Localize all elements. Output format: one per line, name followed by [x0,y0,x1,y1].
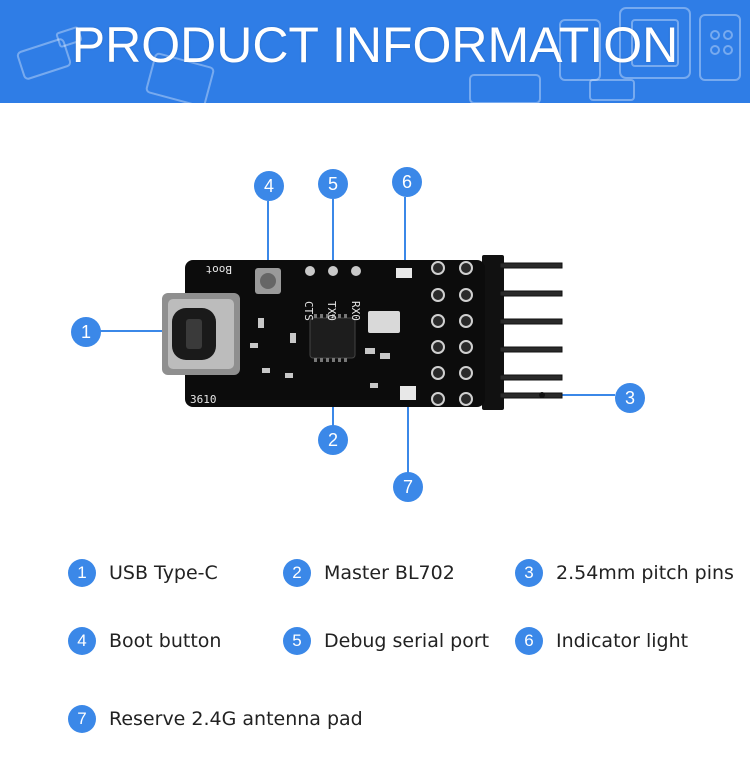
silk-3610: 3610 [190,393,217,406]
boot-button-drawing [255,268,281,294]
legend-item: 3 2.54mm pitch pins [515,557,734,589]
usb-c-connector [162,293,240,375]
legend-item: 4 Boot button [68,625,221,657]
callout-6: 6 [392,167,422,197]
banner-decoration [16,7,741,103]
silk-rx0: RX0 [349,301,362,321]
legend-number: 4 [68,627,96,655]
crystal [368,311,400,333]
board-drawing: Boot CTS TX0 RX0 3610 [100,197,615,473]
header-banner: PRODUCT INFORMATION [0,0,750,103]
indicator-led [396,268,412,278]
legend-item: 6 Indicator light [515,625,688,657]
legend-number: 5 [283,627,311,655]
callout-5: 5 [318,169,348,199]
legend-label: Boot button [109,630,222,652]
legend-label: USB Type-C [109,562,218,584]
legend-label: Indicator light [556,630,689,652]
legend-number: 2 [283,559,311,587]
callout-4: 4 [254,171,284,201]
callout-1: 1 [71,317,101,347]
silk-tx0: TX0 [325,301,338,321]
legend-number: 7 [68,705,96,733]
legend-label: 2.54mm pitch pins [556,562,734,584]
pin-header [482,255,563,410]
silk-boot: Boot [206,263,233,276]
callout-3: 3 [615,383,645,413]
legend-item: 5 Debug serial port [283,625,489,657]
bl702-chip [309,314,356,362]
legend-number: 1 [68,559,96,587]
callout-7: 7 [393,472,423,502]
silk-cts: CTS [302,301,315,321]
legend-number: 6 [515,627,543,655]
legend-item: 1 USB Type-C [68,557,218,589]
legend-label: Debug serial port [324,630,490,652]
legend-number: 3 [515,559,543,587]
callout-2: 2 [318,425,348,455]
legend-item: 2 Master BL702 [283,557,455,589]
legend-item: 7 Reserve 2.4G antenna pad [68,703,363,735]
antenna-pad [400,386,416,400]
legend-label: Master BL702 [324,562,455,584]
product-diagram: Boot CTS TX0 RX0 3610 1 2 3 4 5 6 7 [0,103,750,533]
legend-label: Reserve 2.4G antenna pad [109,708,363,730]
page-title: PRODUCT INFORMATION [71,17,679,73]
